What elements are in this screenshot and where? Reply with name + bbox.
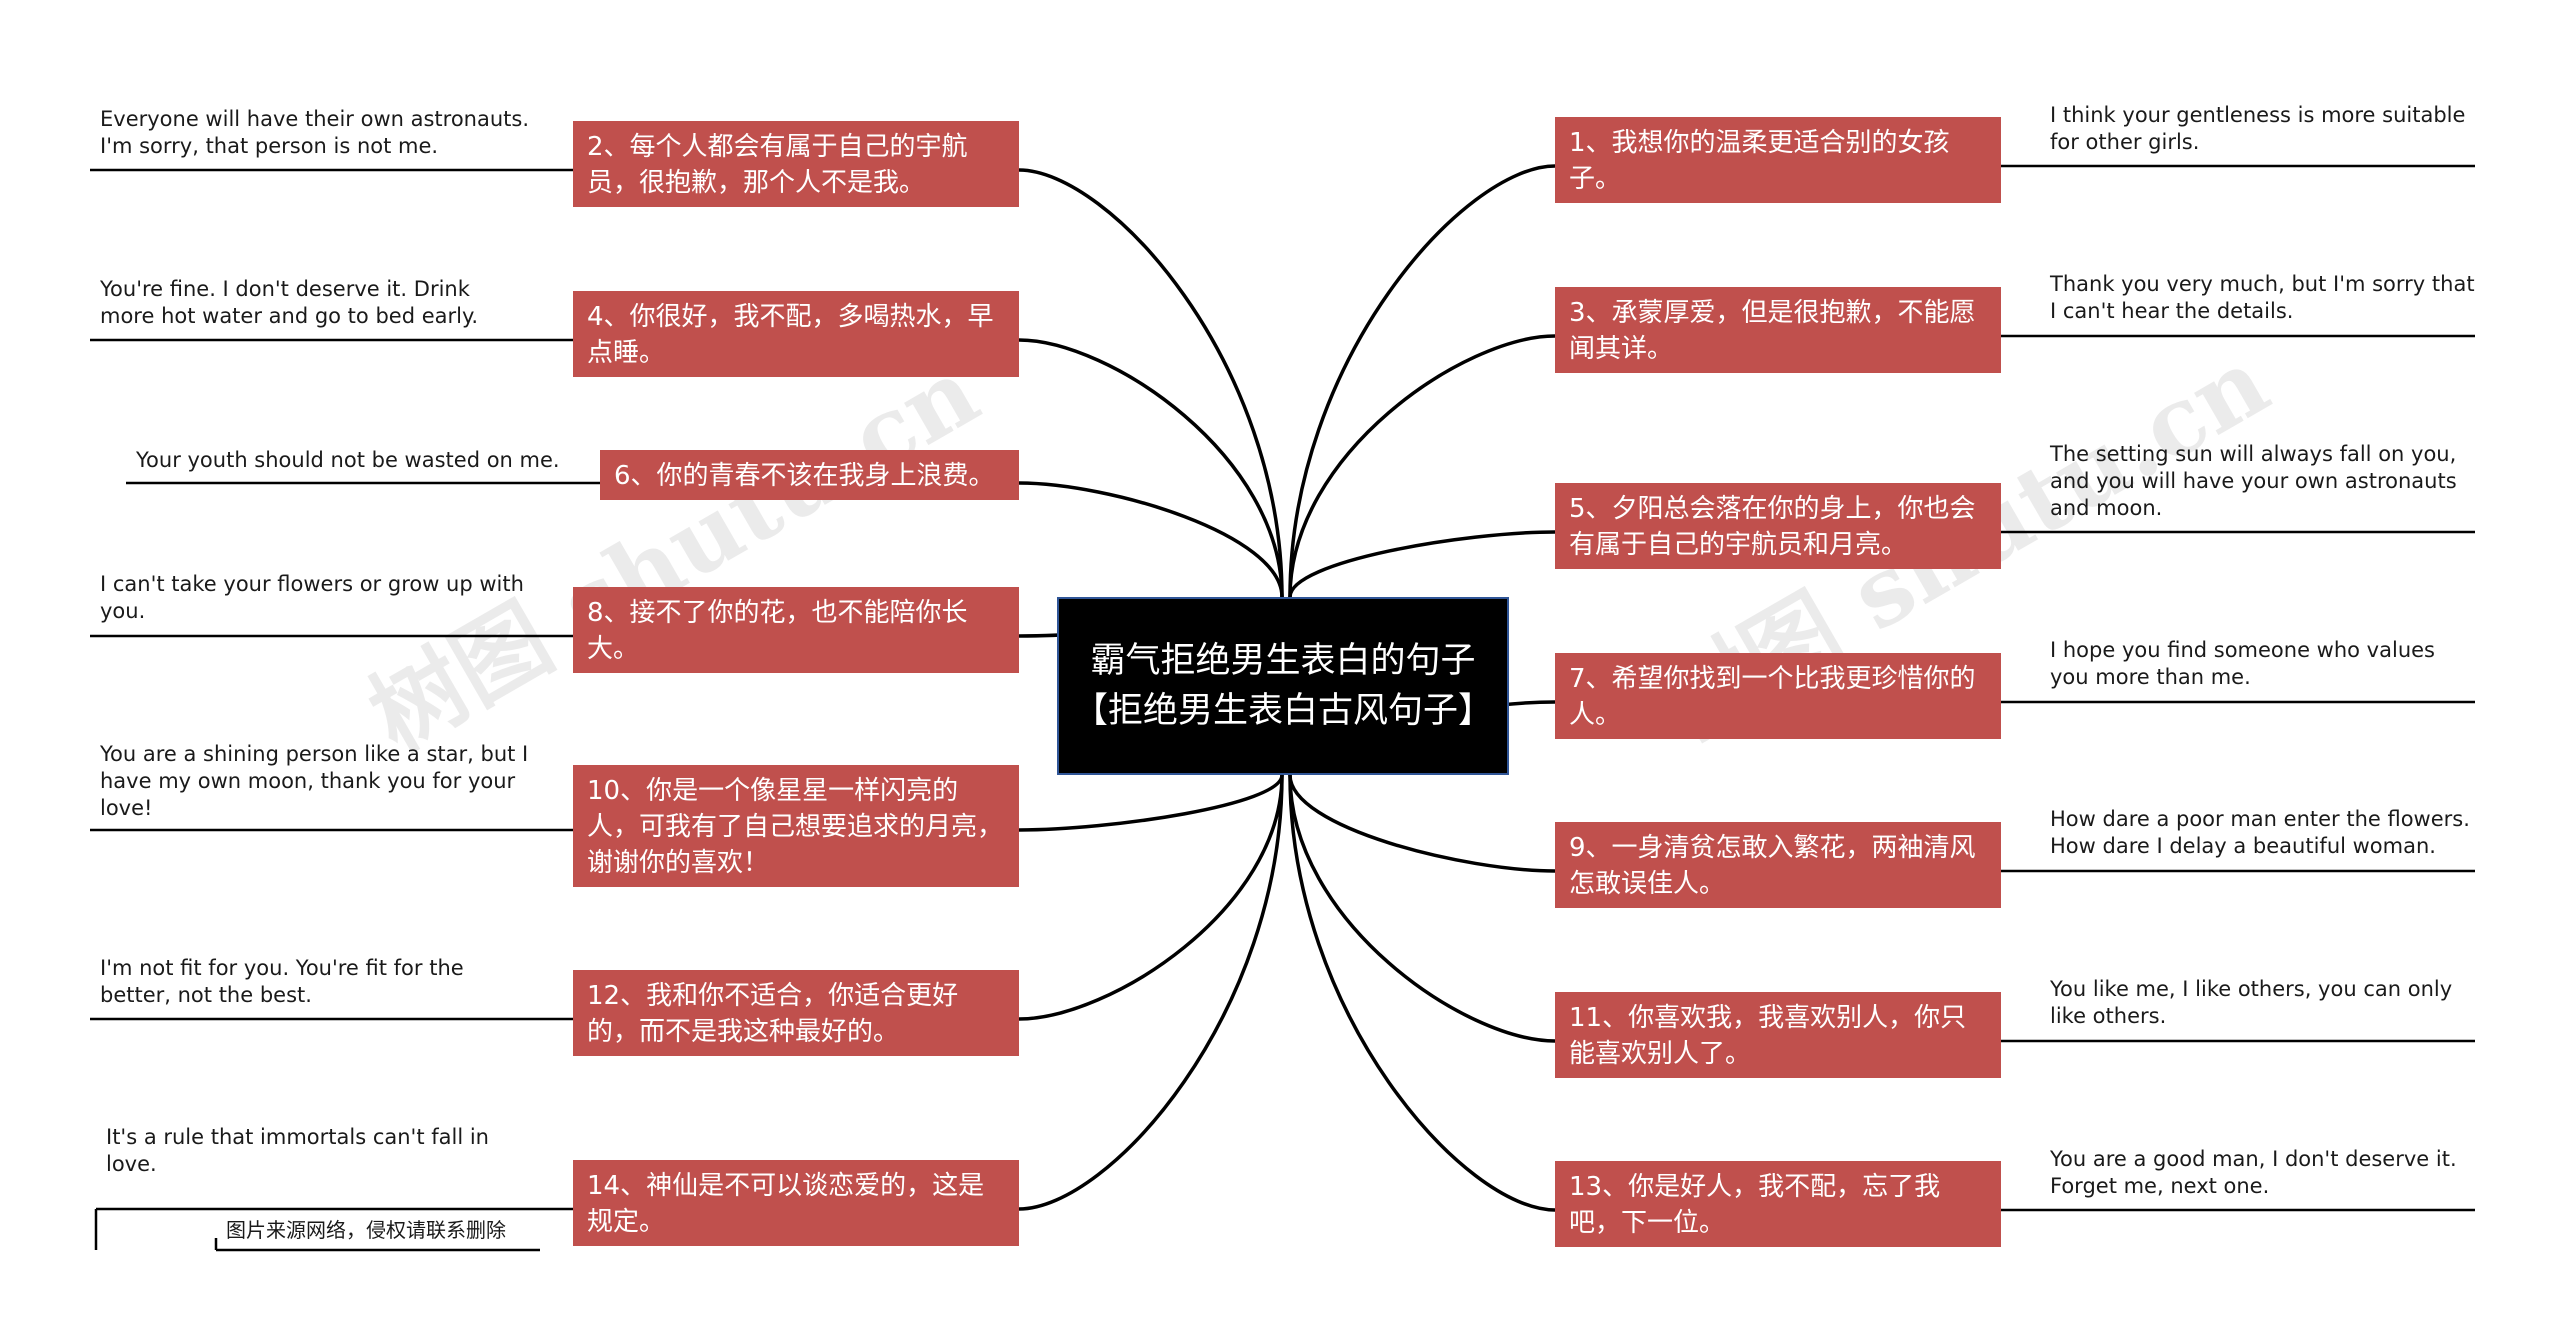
english-note-left-6: I'm not fit for you. You're fit for the … (100, 956, 464, 1007)
english-note-left-4: I can't take your flowers or grow up wit… (100, 572, 524, 623)
connector-left-5 (1018, 774, 1284, 832)
connector-right-3 (1288, 530, 1556, 598)
root-node[interactable]: 霸气拒绝男生表白的句子【拒绝男生表白古风句子】 (1057, 597, 1509, 775)
english-note-right-6: You like me, I like others, you can only… (2050, 977, 2453, 1028)
branch-node-right-4[interactable]: 7、希望你找到一个比我更珍惜你的人。 (1555, 653, 2001, 739)
connector-right-6 (1288, 774, 1556, 1043)
branch-node-right-7[interactable]: 13、你是好人，我不配，忘了我吧，下一位。 (1555, 1161, 2001, 1247)
root-title: 霸气拒绝男生表白的句子【拒绝男生表白古风句子】 (1073, 641, 1494, 731)
branch-node-left-3[interactable]: 6、你的青春不该在我身上浪费。 (600, 450, 1019, 500)
english-note-right-3: The setting sun will always fall on you,… (2050, 442, 2457, 520)
branch-node-right-5[interactable]: 9、一身清贫怎敢入繁花，两袖清风怎敢误佳人。 (1555, 822, 2001, 908)
english-note-left-3: Your youth should not be wasted on me. (136, 448, 560, 472)
english-note-left-2: You're fine. I don't deserve it. Drink m… (100, 277, 479, 328)
branch-node-left-7[interactable]: 14、神仙是不可以谈恋爱的，这是规定。 (573, 1160, 1019, 1246)
english-note-right-2: Thank you very much, but I'm sorry that … (2050, 272, 2475, 323)
english-note-right-7: You are a good man, I don't deserve it. … (2050, 1147, 2457, 1198)
connector-left-3 (1018, 481, 1284, 598)
connector-left-7 (1018, 774, 1284, 1211)
connector-right-1 (1288, 164, 1556, 598)
english-note-left-5: You are a shining person like a star, bu… (100, 742, 529, 820)
connector-right-5 (1288, 774, 1556, 873)
branch-node-left-4[interactable]: 8、接不了你的花，也不能陪你长大。 (573, 587, 1019, 673)
branch-node-right-6[interactable]: 11、你喜欢我，我喜欢别人，你只能喜欢别人了。 (1555, 992, 2001, 1078)
branch-node-right-3[interactable]: 5、夕阳总会落在你的身上，你也会有属于自己的宇航员和月亮。 (1555, 483, 2001, 569)
branch-node-left-5[interactable]: 10、你是一个像星星一样闪亮的人，可我有了自己想要追求的月亮，谢谢你的喜欢！ (573, 765, 1019, 887)
image-credit: 图片来源网络，侵权请联系删除 (226, 1218, 506, 1242)
branch-node-left-1[interactable]: 2、每个人都会有属于自己的宇航员，很抱歉，那个人不是我。 (573, 121, 1019, 207)
branch-node-right-2[interactable]: 3、承蒙厚爱，但是很抱歉，不能愿闻其详。 (1555, 287, 2001, 373)
english-note-left-1: Everyone will have their own astronauts.… (100, 107, 530, 158)
english-note-left-7: It's a rule that immortals can't fall in… (106, 1125, 489, 1176)
connector-right-2 (1288, 334, 1556, 598)
english-note-right-1: I think your gentleness is more suitable… (2050, 103, 2466, 154)
branch-node-left-2[interactable]: 4、你很好，我不配，多喝热水，早点睡。 (573, 291, 1019, 377)
english-note-right-4: I hope you find someone who values you m… (2050, 638, 2435, 689)
connector-left-2 (1018, 338, 1284, 598)
connector-left-6 (1018, 774, 1284, 1021)
connector-right-7 (1288, 774, 1556, 1212)
english-note-right-5: How dare a poor man enter the flowers. H… (2050, 807, 2470, 858)
connector-left-1 (1018, 168, 1284, 598)
branch-node-left-6[interactable]: 12、我和你不适合，你适合更好的，而不是我这种最好的。 (573, 970, 1019, 1056)
branch-node-right-1[interactable]: 1、我想你的温柔更适合别的女孩子。 (1555, 117, 2001, 203)
